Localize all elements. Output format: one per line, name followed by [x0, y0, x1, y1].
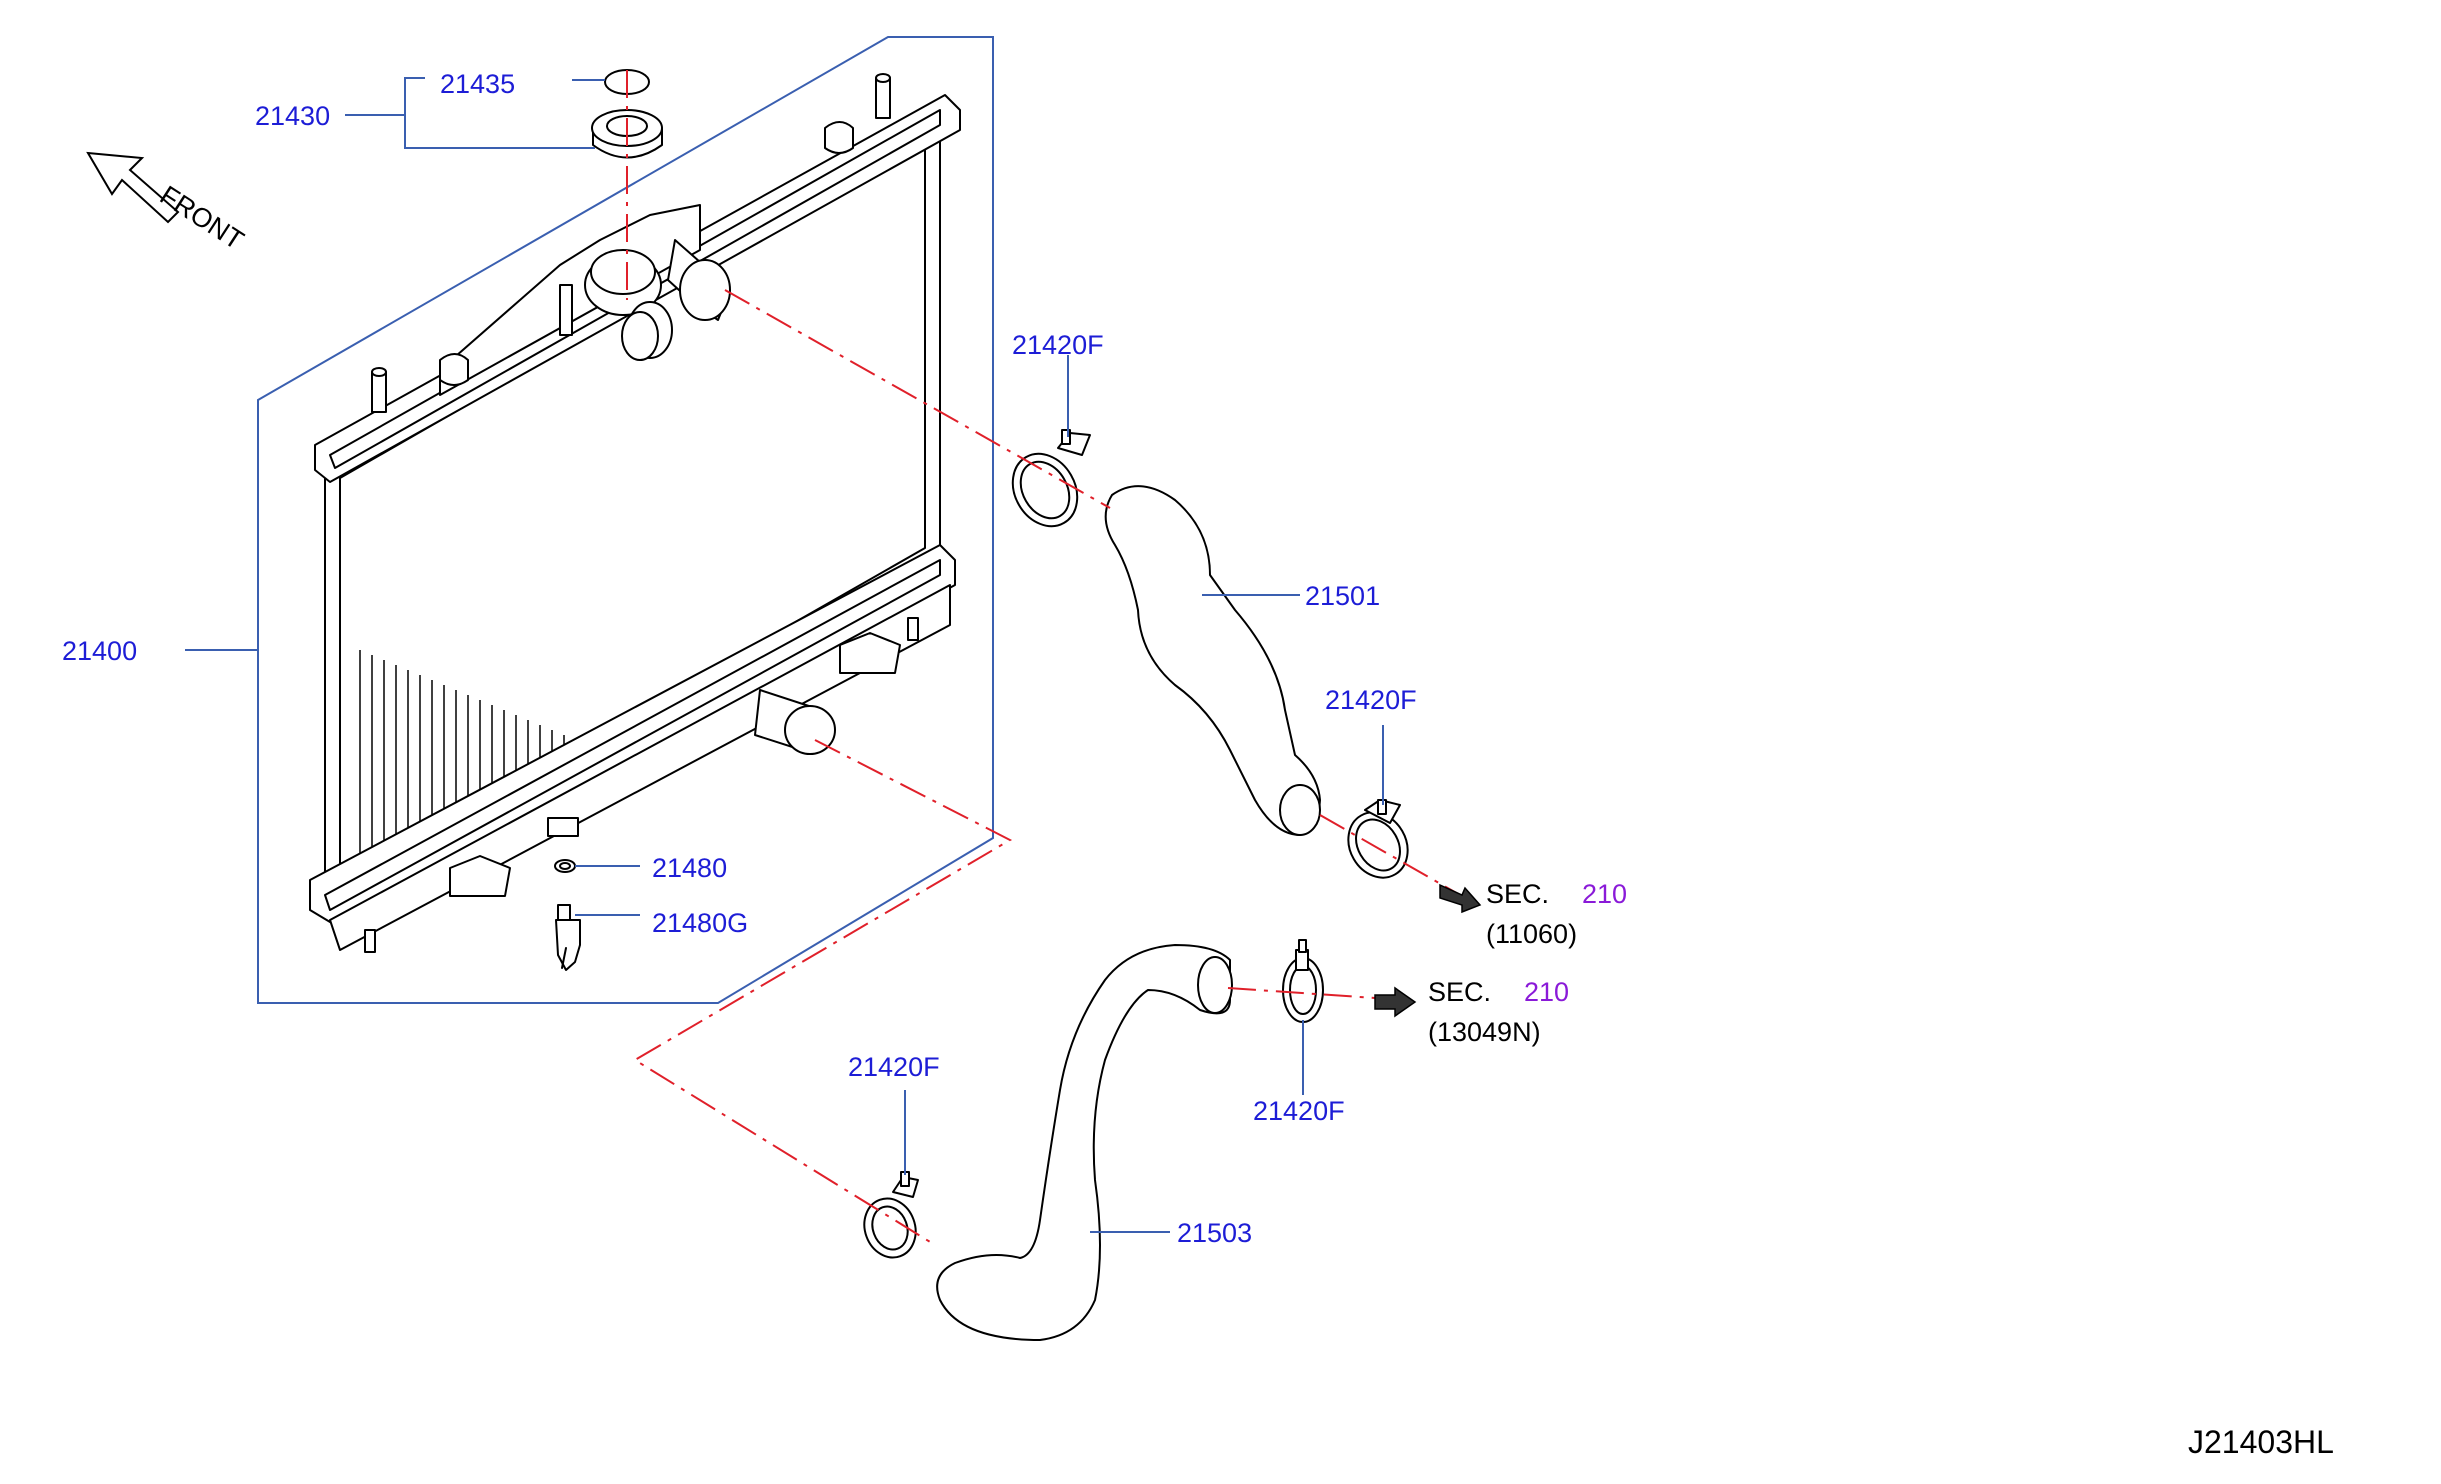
centerlines	[626, 70, 1461, 1246]
label-21501: 21501	[1305, 581, 1380, 611]
sec-label-lower: SEC.	[1428, 977, 1491, 1007]
label-21480: 21480	[652, 853, 727, 883]
label-21400: 21400	[62, 636, 137, 666]
drain-plug	[554, 859, 581, 971]
label-21420f-upper-b: 21420F	[1325, 685, 1417, 715]
sec-label-upper: SEC.	[1486, 879, 1549, 909]
label-21435: 21435	[440, 69, 515, 99]
sec-arrow-lower-icon	[1374, 986, 1417, 1018]
sec-ref-lower: (13049N)	[1428, 1017, 1541, 1047]
sec-number-upper: 210	[1582, 879, 1627, 909]
radiator-assembly-frame	[257, 36, 994, 1004]
lower-hose	[936, 944, 1233, 1341]
diagram-code: J21403HL	[2188, 1424, 2334, 1460]
hose-clamp-lower-b	[863, 1171, 919, 1259]
front-arrow-icon	[86, 151, 180, 224]
sec-number-lower: 210	[1524, 977, 1569, 1007]
hose-clamp-lower-a	[1282, 939, 1324, 1023]
sec-arrow-upper-icon	[1439, 883, 1482, 914]
label-21430: 21430	[255, 101, 330, 131]
label-21480g: 21480G	[652, 908, 748, 938]
hose-clamp-upper-b	[1347, 799, 1409, 879]
label-21420f-lower-a: 21420F	[1253, 1096, 1345, 1126]
upper-hose	[1104, 485, 1321, 836]
label-21503: 21503	[1177, 1218, 1252, 1248]
leader-lines	[185, 77, 1384, 1233]
radiator-core	[309, 73, 961, 953]
label-21420f-upper-a: 21420F	[1012, 330, 1104, 360]
hose-clamp-upper-a	[1011, 429, 1091, 528]
sec-ref-upper: (11060)	[1486, 919, 1577, 949]
label-21420f-lower-b: 21420F	[848, 1052, 940, 1082]
